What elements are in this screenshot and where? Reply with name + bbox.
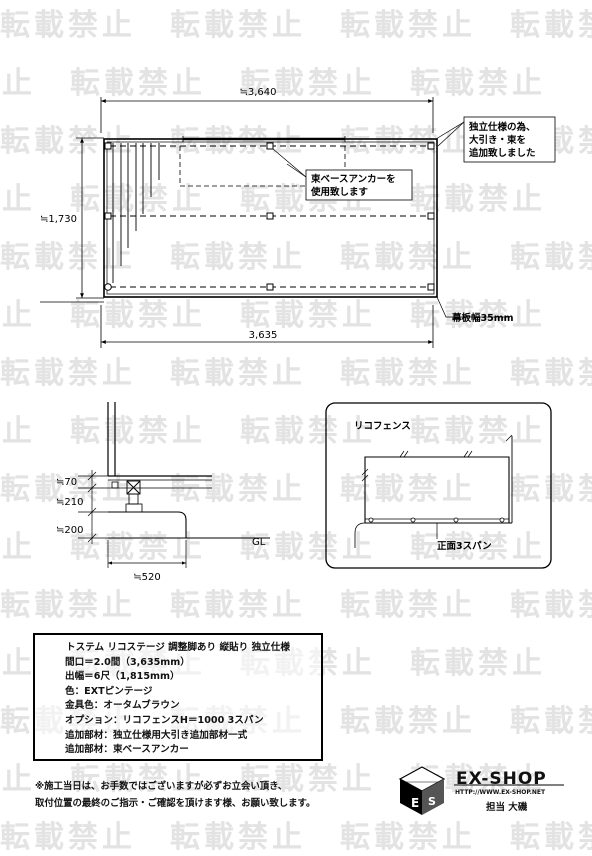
watermark-row: 転載禁止 転載禁止 転載禁止 転載禁止 [0, 530, 546, 565]
watermark-row: 転載禁止 転載禁止 転載禁止 転載禁止 [0, 588, 592, 623]
section-dim-520: ≒520 [133, 572, 160, 583]
section-view [78, 402, 270, 568]
callout-anchor-line2: 使用致します [310, 186, 369, 198]
fence-view [325, 402, 552, 569]
plan-dim-bottom: 3,635 [249, 330, 278, 341]
watermark-row: 転載禁止 転載禁止 転載禁止 転載禁止 [0, 356, 592, 391]
watermark-row: 転載禁止 転載禁止 転載禁止 転載禁止 [0, 414, 546, 449]
spec-line-depth: 出幅＝6尺（1,815mm） [65, 671, 180, 683]
staff-name: 担当 大磯 [486, 802, 528, 813]
plan-view [40, 97, 556, 348]
section-gl: GL [252, 537, 266, 548]
svg-text:E: E [411, 796, 419, 810]
spec-line-color: 色：EXTピンテージ [65, 685, 153, 697]
section-dim-200: ≒200 [56, 525, 83, 536]
callout-anchor-line1: 束ベースアンカーを [311, 173, 396, 185]
watermark-row: 転載禁止 転載禁止 転載禁止 転載禁止 [0, 298, 546, 333]
svg-text:S: S [428, 795, 436, 808]
section-dim-70: ≒70 [56, 477, 77, 488]
callout-beam-line1: 独立仕様の為、 [468, 121, 536, 133]
watermark-row: 転載禁止 転載禁止 転載禁止 転載禁止 [0, 8, 592, 43]
section-dim-210: ≒210 [56, 497, 83, 508]
plan-dim-left: ≒1,730 [40, 214, 77, 225]
watermark-row: 転載禁止 転載禁止 転載禁止 転載禁止 [0, 66, 546, 101]
callout-fascia: 幕板幅35mm [451, 312, 514, 324]
callout-beam-line2: 大引き・束を [469, 134, 526, 146]
footer-line-1: ※施工当日は、お手数ではございますが必ずお立会い頂き、 [35, 781, 288, 792]
footer-line-2: 取付位置の最終のご指示・ご確認を頂けます様、お願い致します。 [35, 798, 316, 809]
spec-line-extra-1: 追加部材：独立仕様用大引き追加部材一式 [65, 729, 248, 741]
footer-note: ※施工当日は、お手数ではございますが必ずお立会い頂き、 取付位置の最終のご指示・… [35, 778, 315, 812]
fence-span-label: 正面3スパン [437, 540, 492, 552]
anchor-posts [104, 142, 435, 291]
spec-line-hardware: 金具色：オータムブラウン [65, 700, 180, 712]
spec-line-extra-2: 追加部材：束ベースアンカー [65, 744, 189, 756]
brand-url: HTTP://WWW.EX-SHOP.NET [455, 789, 546, 796]
fence-title: リコフェンス [354, 421, 411, 432]
spec-title: トステム リコステージ 調整脚あり 縦貼り 独立仕様 [66, 642, 290, 653]
board-hatch [112, 143, 160, 283]
watermark-row: 転載禁止 転載禁止 転載禁止 転載禁止 [0, 182, 546, 217]
spec-box: トステム リコステージ 調整脚あり 縦貼り 独立仕様 間口＝2.0間（3,635… [33, 633, 323, 761]
ex-shop-logo-icon: E S [398, 766, 564, 815]
watermark-row: 転載禁止 転載禁止 転載禁止 転載禁止 [0, 762, 546, 797]
watermark-row: 転載禁止 転載禁止 転載禁止 転載禁止 [0, 472, 592, 507]
brand-name: EX-SHOP [456, 769, 547, 789]
plan-dim-top: ≒3,640 [239, 87, 276, 98]
spec-line-option: オプション：リコフェンスH＝1000 3スパン [65, 714, 264, 726]
watermark-row: 転載禁止 転載禁止 転載禁止 転載禁止 [0, 240, 592, 275]
spec-line-width: 間口＝2.0間（3,635mm） [65, 656, 190, 668]
callout-beam-line3: 追加致しました [469, 147, 536, 159]
